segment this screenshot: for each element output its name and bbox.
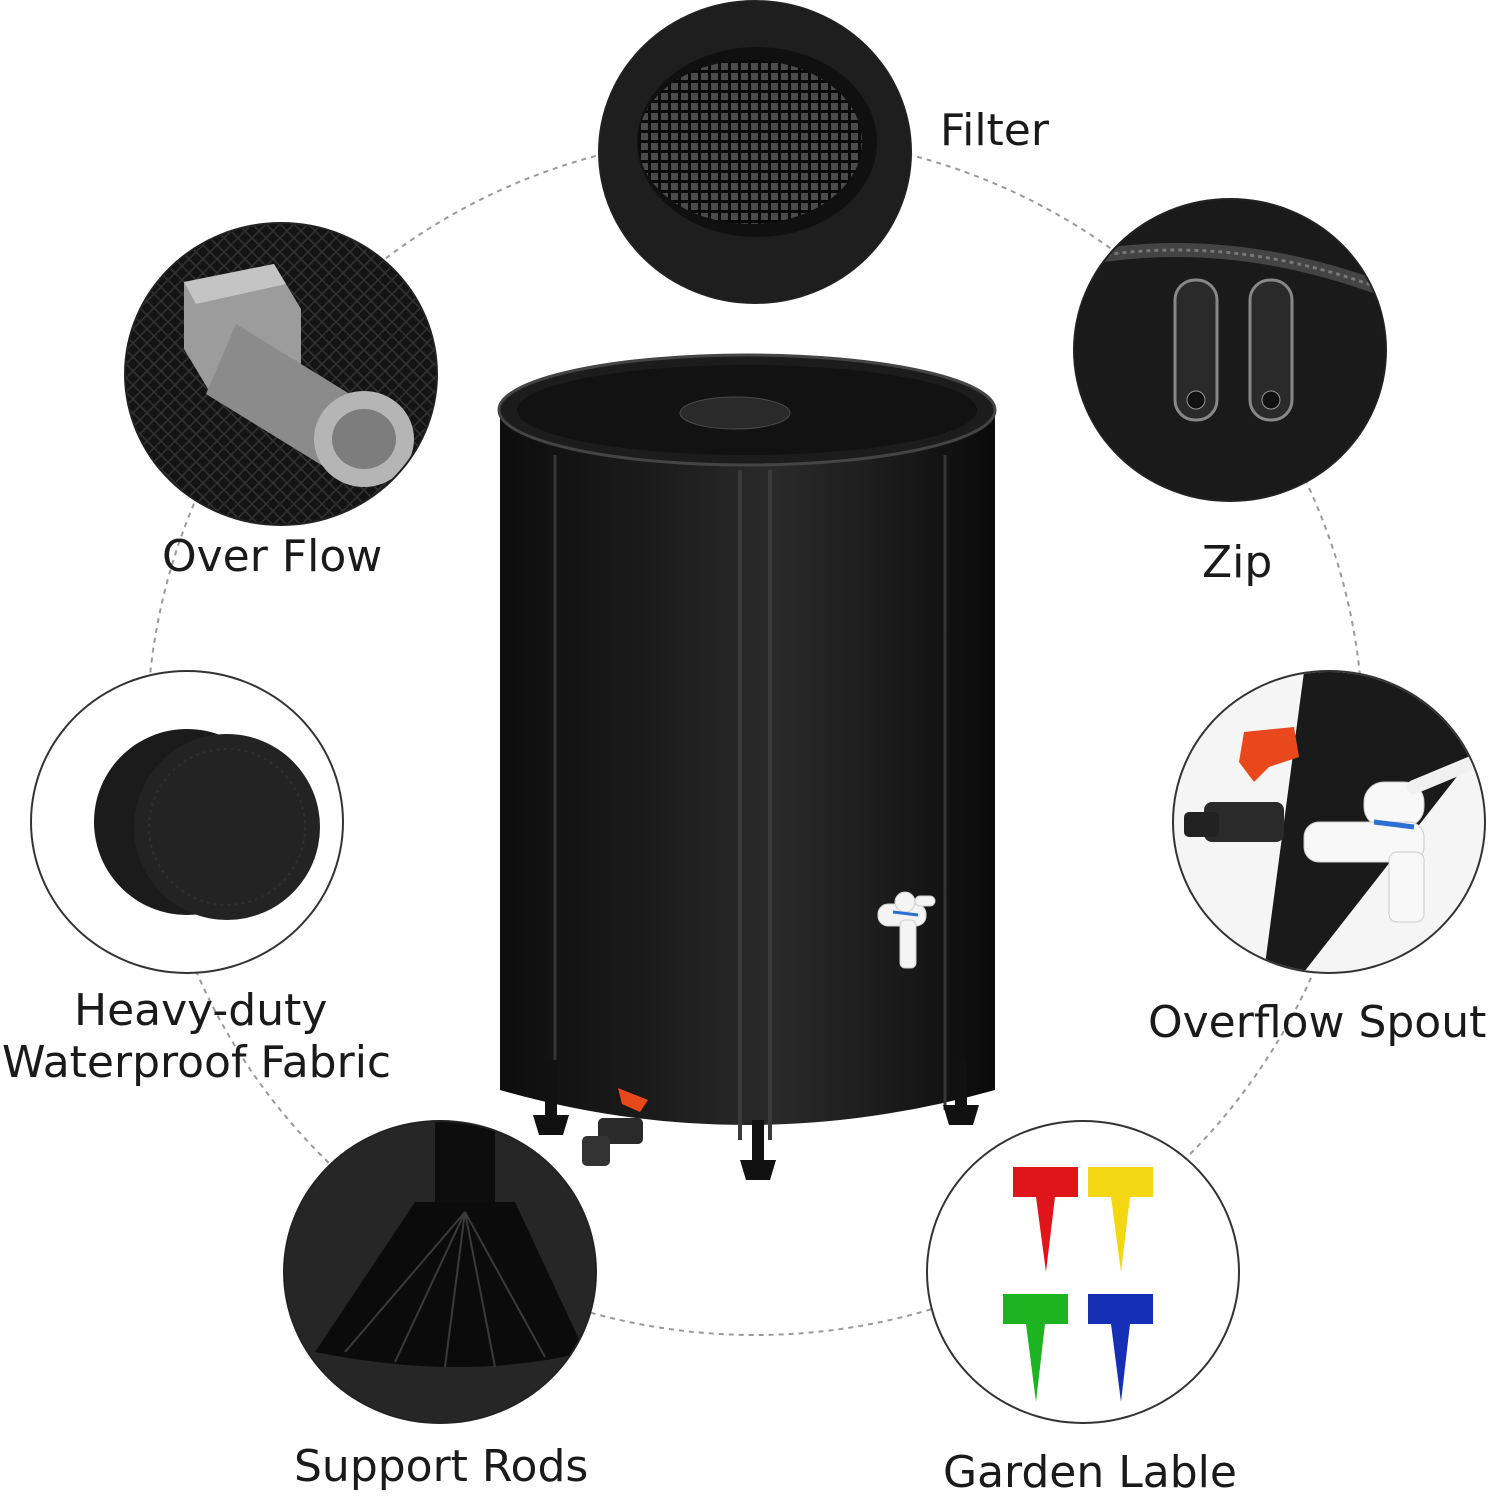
overflow-spout-label: Overflow Spout: [1148, 997, 1487, 1048]
fabric-label-line1: Heavy-duty: [74, 985, 328, 1036]
over-flow-label: Over Flow: [162, 531, 383, 582]
fabric-patches-icon: [94, 729, 320, 920]
overflow-spout-detail-circle: [1172, 670, 1486, 974]
spout-valve-icon: [1184, 672, 1484, 972]
fabric-detail-circle: [30, 670, 344, 974]
zip-label: Zip: [1202, 537, 1273, 588]
filter-detail-circle: [598, 0, 912, 304]
over-flow-detail-circle: [124, 222, 438, 526]
zipper-icon: [1075, 200, 1385, 500]
zip-detail-circle: [1073, 198, 1387, 502]
garden-lable-detail-circle: [926, 1120, 1240, 1424]
support-rods-detail-circle: [283, 1120, 597, 1424]
mesh-filter-icon: [600, 2, 910, 302]
support-rod-foot-icon: [285, 1122, 595, 1422]
filter-label: Filter: [940, 105, 1049, 156]
garden-tag-icon: [1003, 1167, 1153, 1402]
support-rods-label: Support Rods: [294, 1441, 589, 1492]
overflow-connector-icon: [126, 224, 436, 524]
fabric-label-line2: Waterproof Fabric: [2, 1037, 392, 1088]
garden-lable-label: Garden Lable: [943, 1447, 1237, 1498]
